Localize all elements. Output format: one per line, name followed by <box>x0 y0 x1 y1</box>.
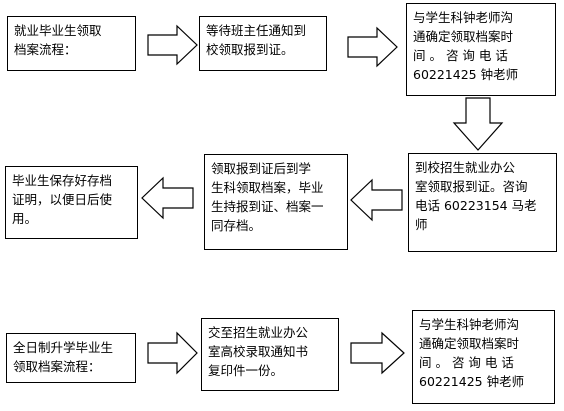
right-arrow-icon <box>147 24 198 66</box>
flow1-step3-box: 到校招生就业办公 室领取报到证。咨询 电话 60223154 马老 师 <box>408 153 557 252</box>
right-arrow-icon <box>347 26 398 68</box>
flow2-step2-box: 与学生科钟老师沟 通确定领取档案时 间 。 咨 询 电 话 60221425 钟… <box>412 310 555 404</box>
flow2-step1-box: 交至招生就业办公 室高校录取通知书 复印件一份。 <box>201 318 339 391</box>
flow1-step5-box: 毕业生保存好存档 证明，以便日后使 用。 <box>5 166 138 239</box>
flow1-label-box: 就业毕业生领取 档案流程： <box>7 16 136 71</box>
flow1-step4-box: 领取报到证后到学 生科领取档案，毕业 生持报到证、档案一 同存档。 <box>204 154 348 250</box>
right-arrow-icon <box>350 331 405 375</box>
right-arrow-icon <box>147 331 198 375</box>
flow2-label-box: 全日制升学毕业生 领取档案流程： <box>6 333 136 383</box>
left-arrow-icon <box>350 178 403 222</box>
left-arrow-icon <box>141 176 194 220</box>
down-arrow-icon <box>452 97 504 151</box>
flow1-step2-box: 与学生科钟老师沟 通确定领取档案时 间 。 咨 询 电 话 60221425 钟… <box>406 3 556 96</box>
flow1-step1-box: 等待班主任通知到 校领取报到证。 <box>199 16 327 71</box>
